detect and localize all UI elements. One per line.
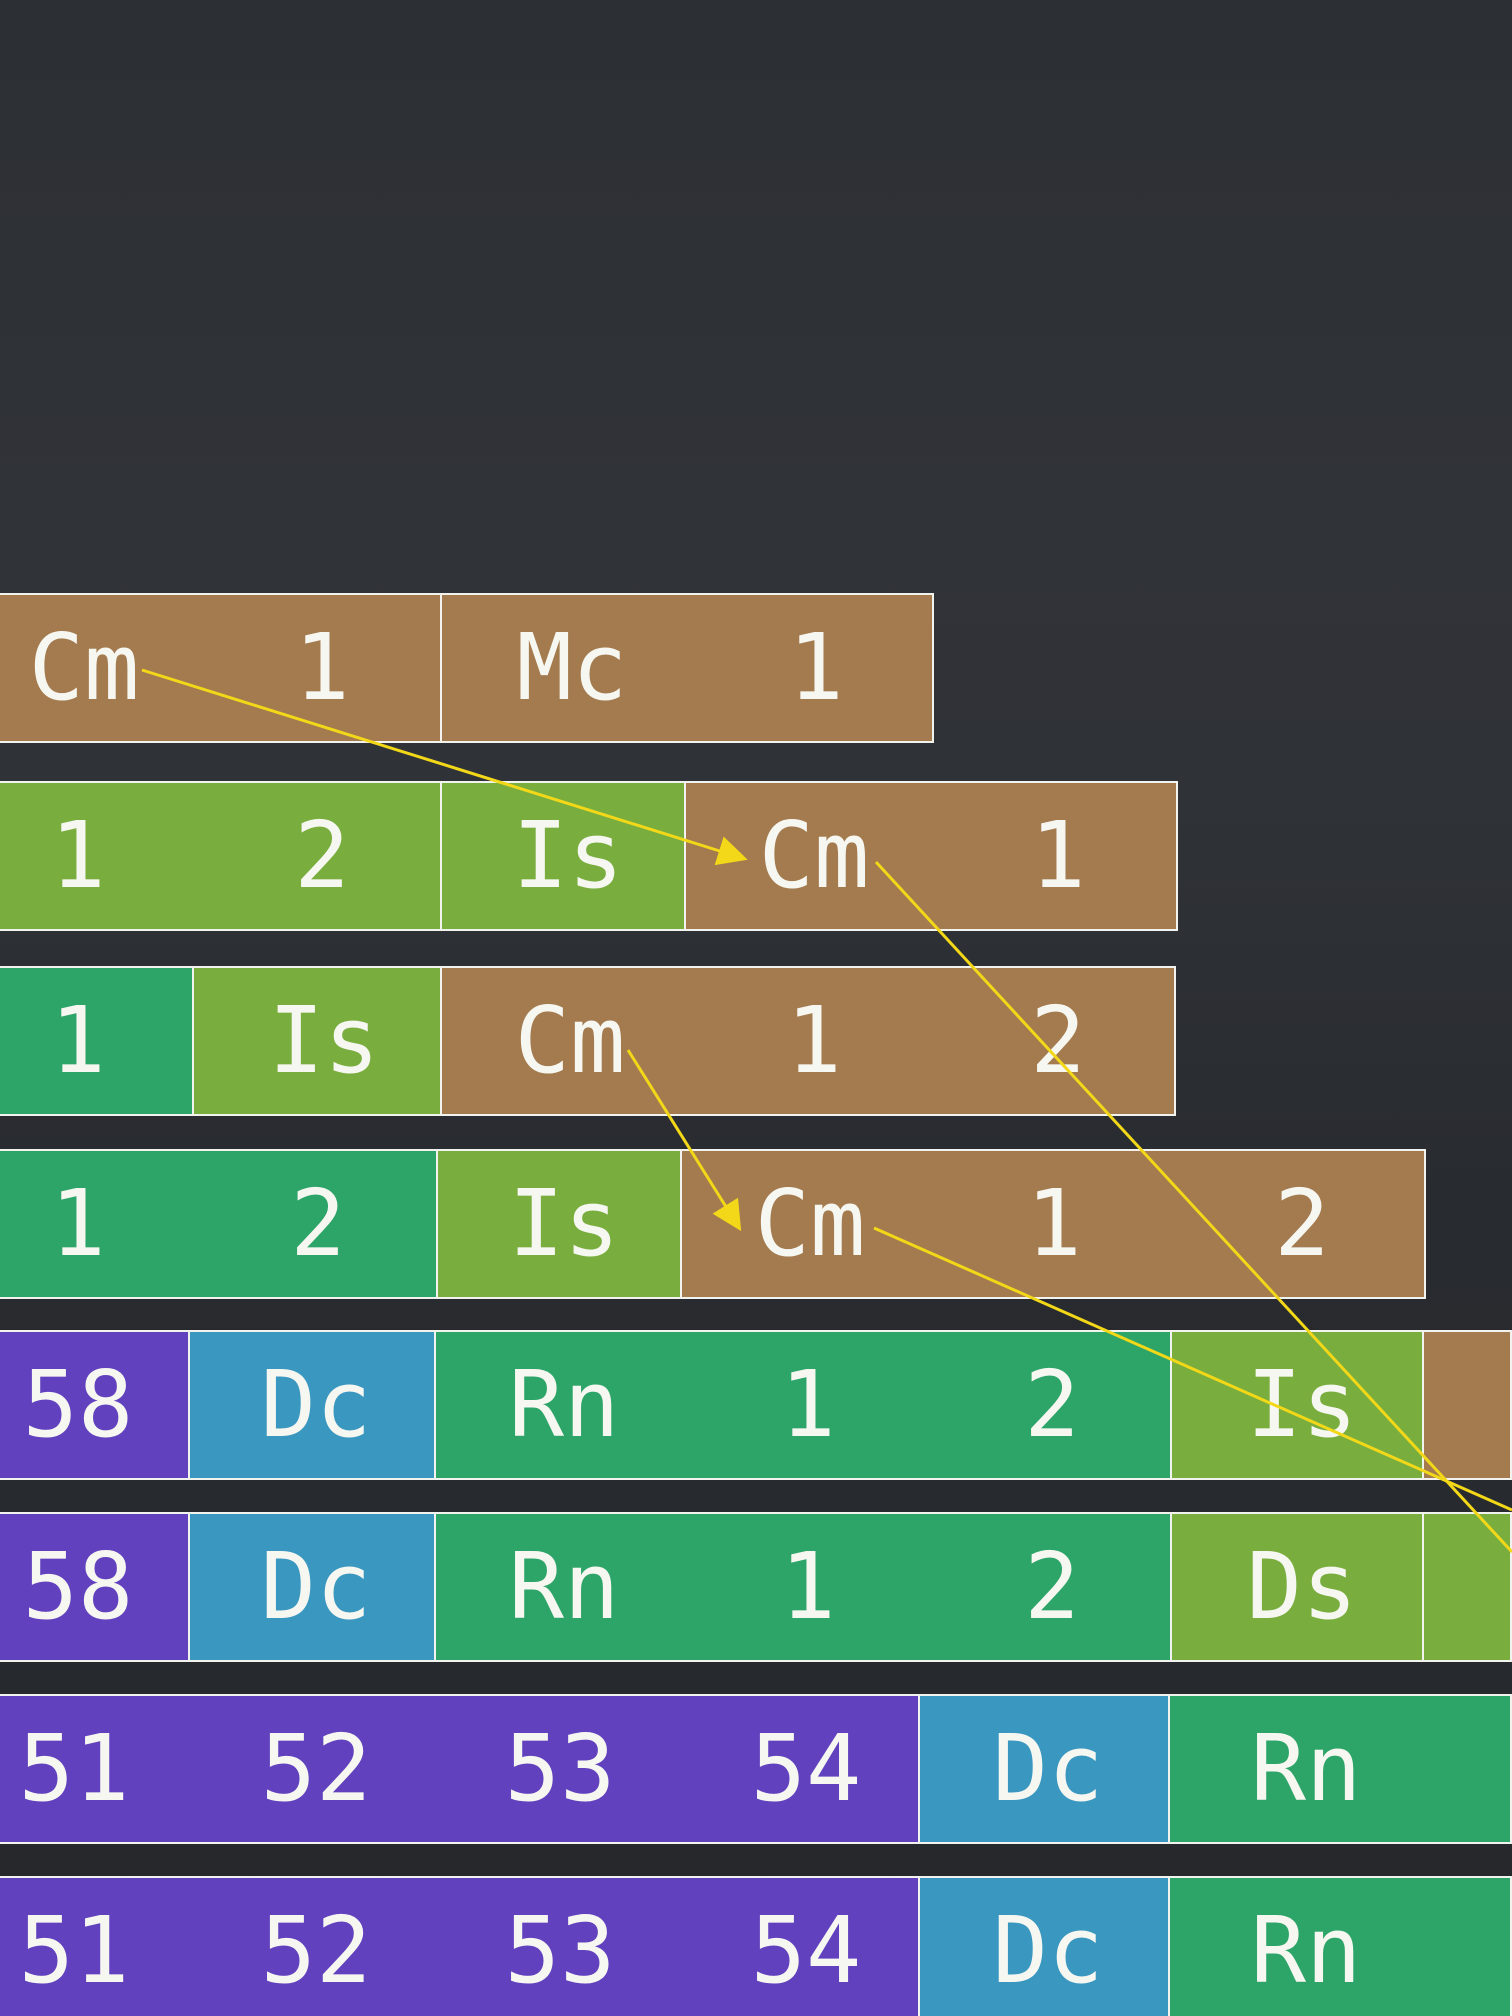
token: 1 [1508, 1541, 1510, 1633]
cell-58[interactable]: 58 [0, 1512, 190, 1662]
cell-cm-1[interactable]: Cm 1 [0, 593, 442, 743]
token: 2 [294, 802, 350, 909]
token: Is [508, 1170, 620, 1277]
token: 58 [22, 1533, 134, 1640]
token: 2 [1024, 1351, 1080, 1458]
token: Cm [758, 802, 870, 909]
cell-is[interactable]: Is [440, 781, 686, 931]
token: 2 [1030, 987, 1086, 1094]
cell-rn-1-2[interactable]: Rn 1 2 [434, 1330, 1172, 1480]
cell-58[interactable]: 58 [0, 1330, 190, 1480]
token: Cm [754, 1170, 866, 1277]
cell-dc[interactable]: Dc [188, 1512, 436, 1662]
token: 53 [504, 1715, 616, 1822]
token: Rn [1250, 1715, 1362, 1822]
token: 54 [750, 1715, 862, 1822]
cell-cm-1-2[interactable]: Cm 1 2 [440, 966, 1176, 1116]
cell-cm-1-2[interactable]: Cm 1 2 [680, 1149, 1426, 1299]
token: 1 [1030, 802, 1086, 909]
cell-rn[interactable]: Rn [1168, 1694, 1512, 1844]
cell-dc[interactable]: Dc [918, 1694, 1170, 1844]
token: 2 [1024, 1533, 1080, 1640]
token: 51 [18, 1897, 130, 2004]
cell-ds[interactable]: Ds [1170, 1512, 1424, 1662]
token: 1 [1026, 1170, 1082, 1277]
cell-1-2[interactable]: 1 2 [0, 781, 442, 931]
token: Rn [1250, 1897, 1362, 2004]
token: Cm [514, 987, 626, 1094]
token: 1 [788, 614, 844, 721]
cell-rn-1-2[interactable]: Rn 1 2 [434, 1512, 1172, 1662]
cell-dc[interactable]: Dc [188, 1330, 436, 1480]
token: 53 [504, 1897, 616, 2004]
token: 2 [1274, 1170, 1330, 1277]
cell-cm-1[interactable]: Cm 1 [684, 781, 1178, 931]
token: 1 [50, 987, 106, 1094]
token: Mc [516, 614, 628, 721]
cell-1-partial[interactable]: 1 [1422, 1512, 1512, 1662]
token: C [1508, 1359, 1510, 1451]
token: 1 [50, 802, 106, 909]
token: Dc [992, 1715, 1104, 1822]
token: 51 [18, 1715, 130, 1822]
token: Rn [508, 1351, 620, 1458]
token: Is [268, 987, 380, 1094]
cell-1-2[interactable]: 1 2 [0, 1149, 438, 1299]
cell-dc[interactable]: Dc [918, 1876, 1170, 2016]
cell-is[interactable]: Is [1170, 1330, 1424, 1480]
cell-mc-1[interactable]: Mc 1 [440, 593, 934, 743]
token: Rn [508, 1533, 620, 1640]
token: 1 [50, 1170, 106, 1277]
cell-c-partial[interactable]: C [1422, 1330, 1512, 1480]
token: Dc [992, 1897, 1104, 2004]
token: 54 [750, 1897, 862, 2004]
token: Is [1246, 1351, 1358, 1458]
token: 1 [780, 1351, 836, 1458]
token: 1 [786, 987, 842, 1094]
token: Ds [1246, 1533, 1358, 1640]
token: 1 [780, 1533, 836, 1640]
token: 2 [290, 1170, 346, 1277]
cell-51-54[interactable]: 51 52 53 54 [0, 1876, 920, 2016]
token: 52 [260, 1897, 372, 2004]
token: 52 [260, 1715, 372, 1822]
cell-51-54[interactable]: 51 52 53 54 [0, 1694, 920, 1844]
token: 58 [22, 1351, 134, 1458]
cell-is[interactable]: Is [436, 1149, 682, 1299]
token: Is [512, 802, 624, 909]
cell-1[interactable]: 1 [0, 966, 194, 1116]
token: 1 [294, 614, 350, 721]
token: Dc [260, 1533, 372, 1640]
token: Cm [28, 614, 140, 721]
token: Dc [260, 1351, 372, 1458]
cell-rn[interactable]: Rn [1168, 1876, 1512, 2016]
cell-is[interactable]: Is [192, 966, 442, 1116]
